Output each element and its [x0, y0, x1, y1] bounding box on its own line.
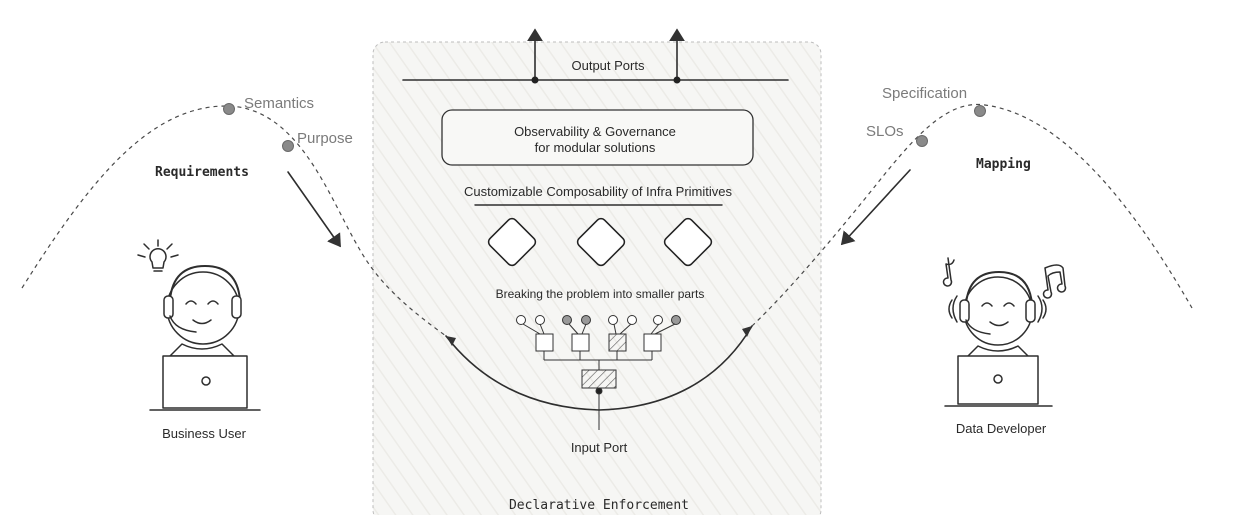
output-ports-label: Output Ports	[572, 58, 645, 73]
bowl-arrow-right	[742, 326, 752, 337]
specification-label: Specification	[882, 85, 967, 102]
primitive-diamond-1	[487, 217, 537, 267]
specification-point	[974, 105, 986, 117]
slos-label: SLOs	[866, 123, 904, 140]
data-developer-label: Data Developer	[956, 421, 1047, 436]
business-user-figure	[137, 239, 261, 411]
bowl-curve	[445, 325, 753, 411]
lightbulb-icon	[137, 239, 179, 272]
primitive-diamond-2	[576, 217, 626, 267]
composability-label: Customizable Composability of Infra Prim…	[464, 184, 733, 199]
purpose-label: Purpose	[297, 130, 353, 147]
decomposition-tree	[516, 315, 681, 430]
primitive-diamond-3	[663, 217, 713, 267]
declarative-enforcement-label: Declarative Enforcement	[509, 498, 689, 513]
observability-box	[441, 109, 754, 166]
right-dashed-curve	[751, 103, 1193, 327]
breaking-label: Breaking the problem into smaller parts	[496, 287, 705, 301]
business-user-label: Business User	[162, 426, 246, 441]
purpose-point	[282, 140, 294, 152]
bowl-arrow-left	[446, 336, 456, 346]
mapping-label: Mapping	[976, 157, 1031, 172]
output-ports-bus	[402, 28, 789, 84]
laptop-icon	[162, 355, 248, 409]
observability-line1: Observability & Governance	[514, 124, 676, 139]
semantics-point	[223, 103, 235, 115]
slos-point	[916, 135, 928, 147]
primitive-diamonds	[487, 217, 713, 267]
observability-line2: for modular solutions	[535, 140, 656, 155]
left-dashed-curve	[21, 105, 447, 337]
input-port-label: Input Port	[571, 440, 628, 455]
headset-icon	[169, 315, 197, 333]
semantics-label: Semantics	[244, 95, 314, 112]
requirements-label: Requirements	[155, 165, 249, 180]
left-flow-arrow	[287, 171, 341, 248]
data-developer-figure	[942, 257, 1067, 407]
music-note-icon	[942, 257, 1067, 299]
right-flow-arrow	[840, 169, 911, 246]
